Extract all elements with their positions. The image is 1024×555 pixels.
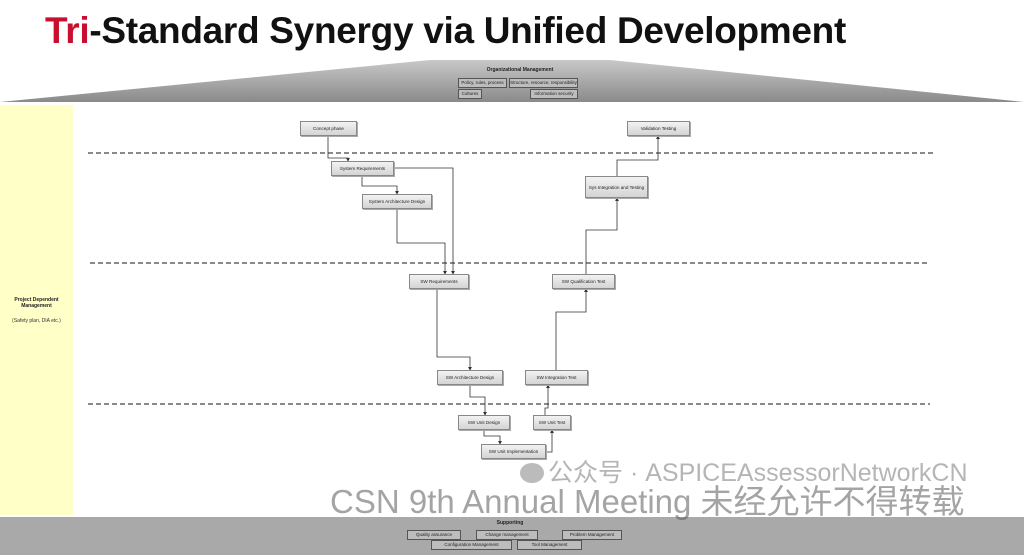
box-sw-qualification-test: SW Qualification Test <box>552 274 615 289</box>
support-item-tool: Tool Management <box>517 540 582 550</box>
support-item-change: Change management <box>476 530 538 540</box>
support-item-configuration: Configuration Management <box>431 540 512 550</box>
support-item-qa: Quality assurance <box>407 530 461 540</box>
project-dependent-panel: Project Dependent Management (Safety pla… <box>0 105 73 515</box>
org-title: Organizational Management <box>486 67 554 73</box>
wechat-icon <box>520 463 544 483</box>
box-sys-integration-testing: Sys Integration and Testing <box>585 176 648 198</box>
box-sw-unit-implementation: SW Unit Implementation <box>481 444 546 459</box>
title-rest: -Standard Synergy via Unified Developmen… <box>89 10 847 51</box>
support-item-problem: Problem Management <box>562 530 622 540</box>
box-sw-integration-test: SW Integration Test <box>525 370 588 385</box>
watermark-line2: CSN 9th Annual Meeting 未经允许不得转载 <box>330 483 965 520</box>
box-validation-testing: Validation Testing <box>627 121 690 136</box>
slide-title: Tri-Standard Synergy via Unified Develop… <box>45 10 846 52</box>
supporting-title: Supporting <box>496 520 524 526</box>
watermark-line1: 公众号 · ASPICEAssessorNetworkCN <box>548 459 968 487</box>
box-sw-unit-design: SW Unit Design <box>458 415 510 430</box>
box-sw-requirements: SW Requirements <box>409 274 469 289</box>
box-sw-unit-test: SW Unit Test <box>533 415 571 430</box>
box-system-requirements: System Requirements <box>331 161 394 176</box>
org-item-infosec: Information security <box>530 89 578 99</box>
box-concept-phase: Concept phase <box>300 121 357 136</box>
box-system-architecture-design: System Architecture Design <box>362 194 432 209</box>
title-highlight: Tri <box>45 10 90 51</box>
org-item-cultures: Cultures <box>458 89 482 99</box>
org-item-structure: Structure, resource, responsibility <box>509 78 578 88</box>
org-item-policy: Policy, rules, process <box>458 78 507 88</box>
box-sw-architecture-design: SW Architecture Design <box>437 370 503 385</box>
project-title: Project Dependent Management <box>14 297 59 309</box>
project-subtitle: (Safety plan, DIA etc.) <box>12 318 61 324</box>
